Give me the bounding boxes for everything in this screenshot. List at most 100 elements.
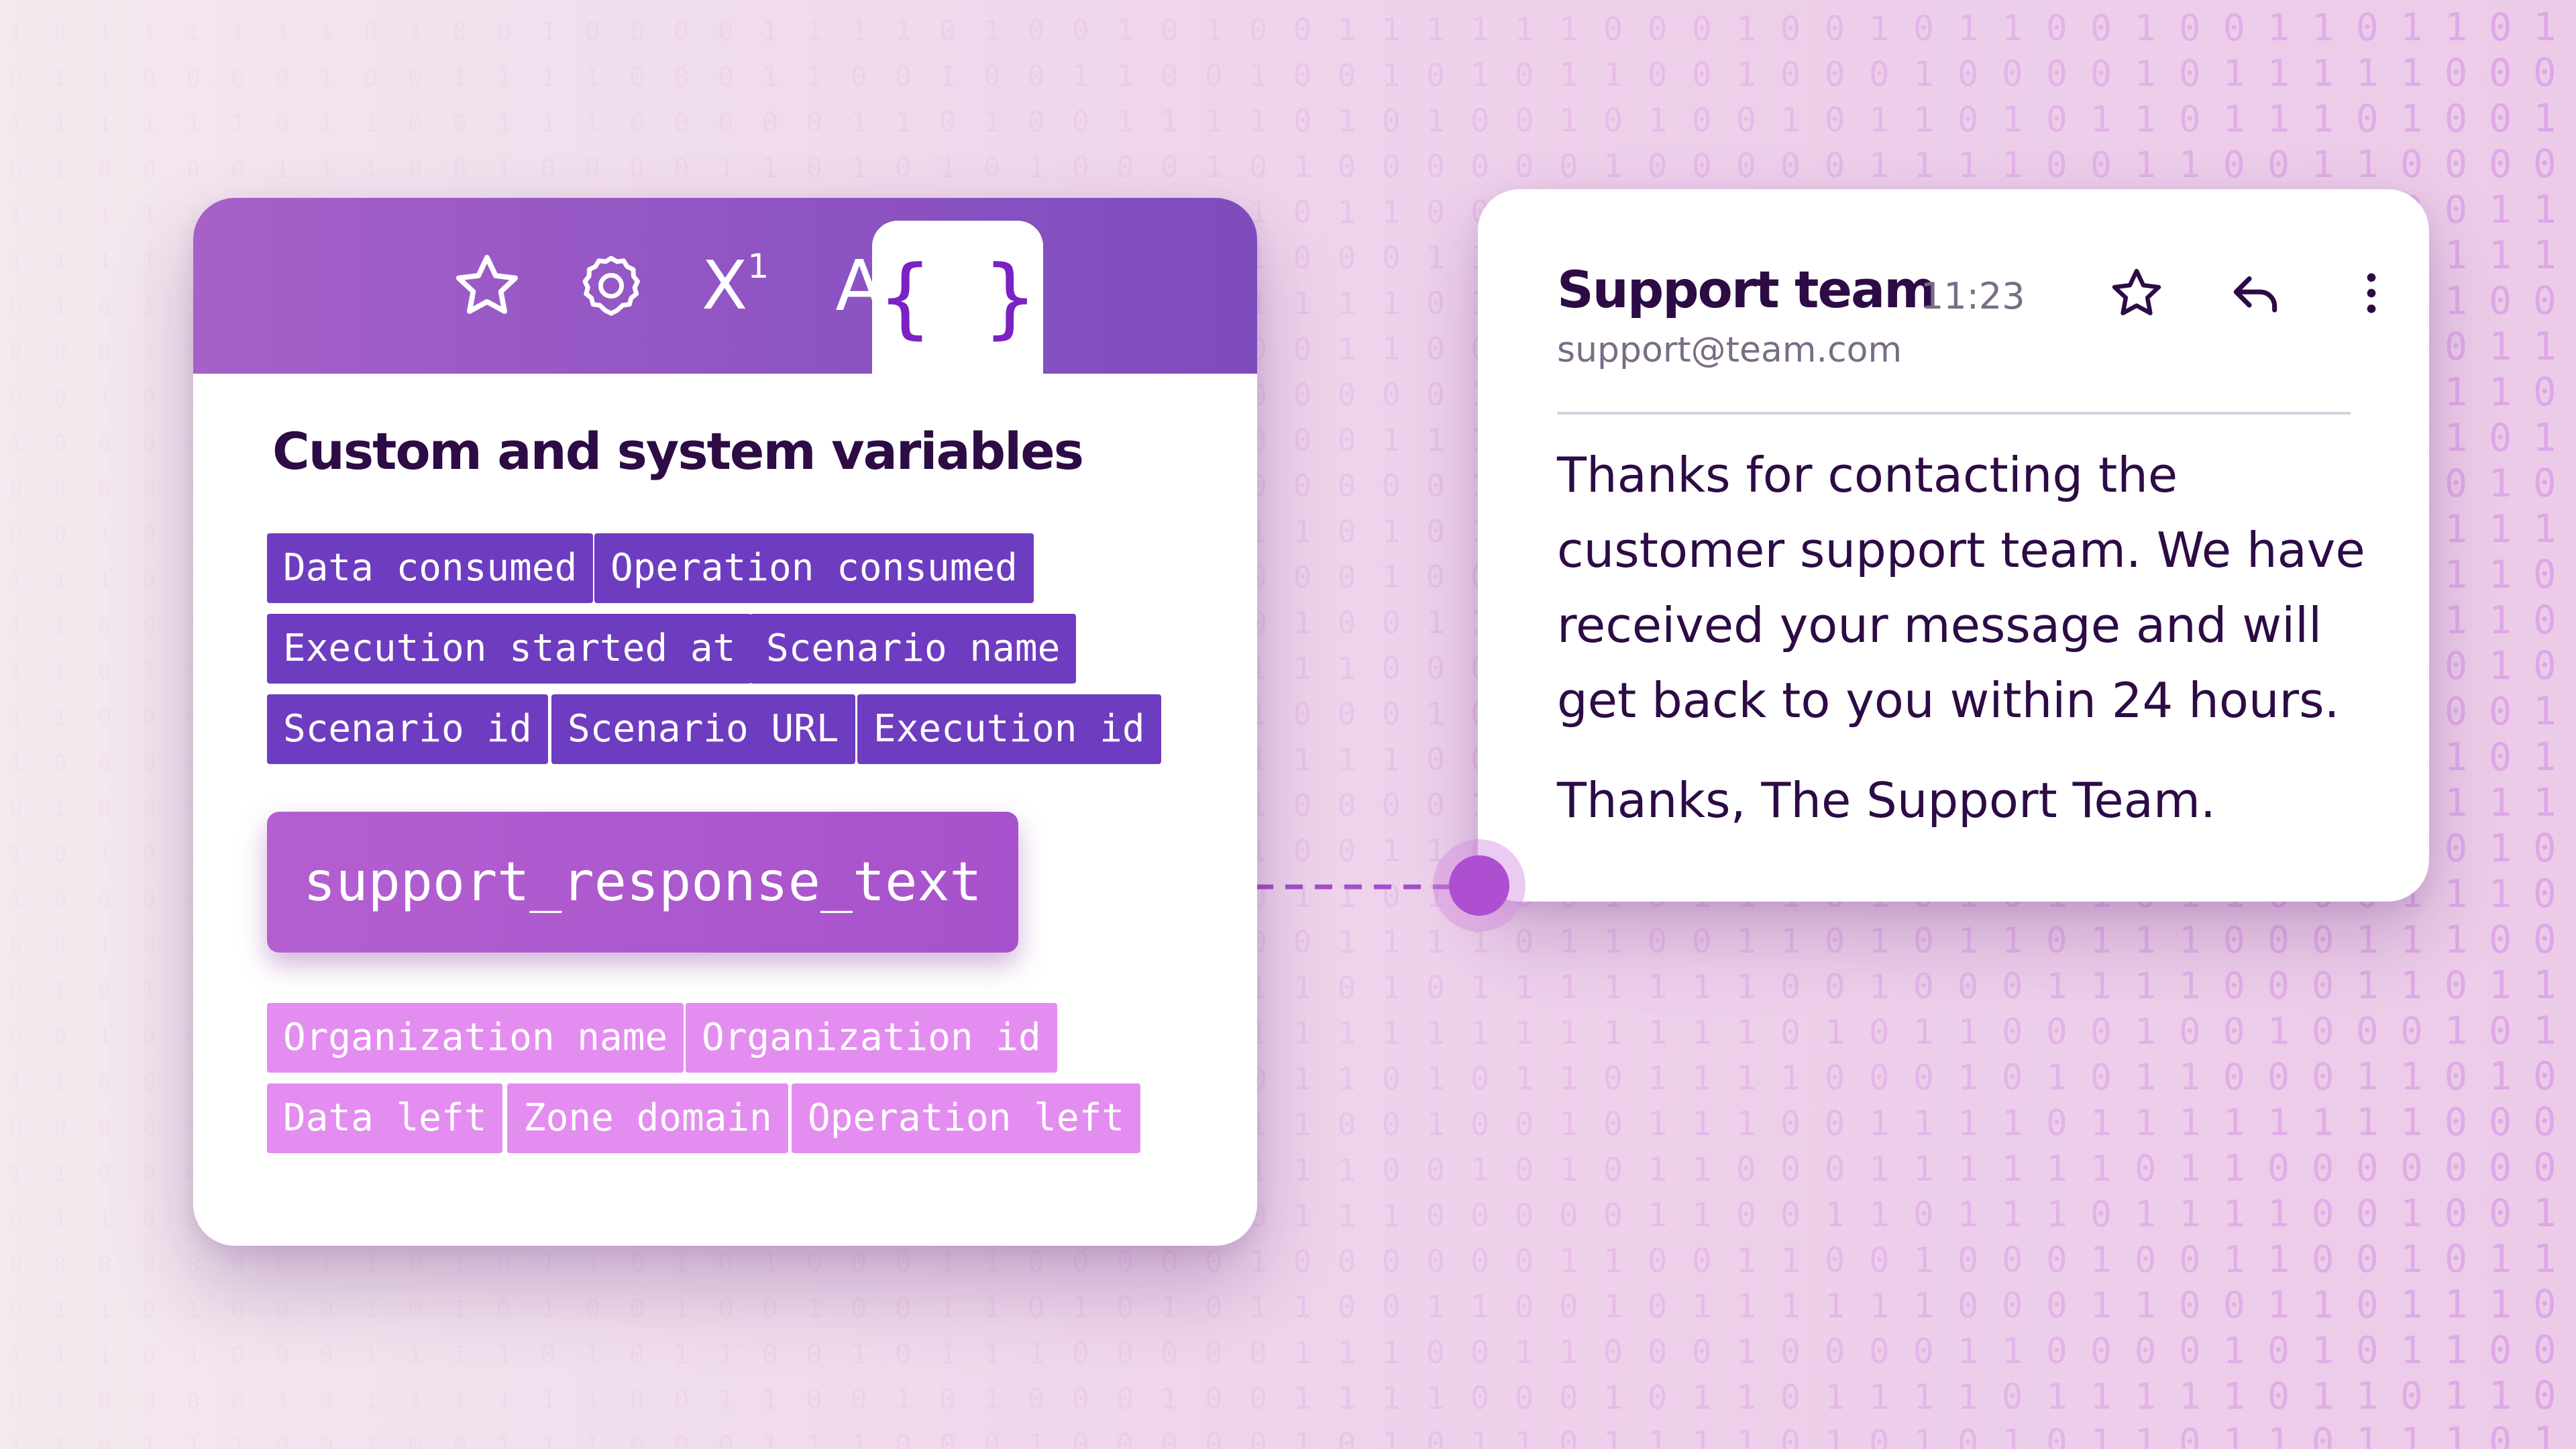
variable-chip-data-left[interactable]: Data left [267,1083,503,1153]
binary-digit: 0 [983,151,1000,184]
binary-digit: 1 [2267,1283,2290,1326]
binary-digit: 0 [585,17,600,46]
binary-digit: 1 [1338,651,1356,686]
binary-digit: 0 [1293,559,1311,595]
binary-digit: 1 [1603,923,1623,961]
binary-digit: 1 [541,1294,556,1324]
binary-digit: 1 [54,568,67,593]
variable-chip-scenario-id[interactable]: Scenario id [267,694,548,764]
superscript-tool-button[interactable]: X1 [682,198,789,374]
binary-digit: 1 [2135,52,2156,95]
binary-digit: 1 [1559,1334,1578,1371]
binary-digit: 1 [231,19,245,46]
binary-digit: 0 [1825,1240,1845,1280]
binary-digit: 0 [142,1388,156,1414]
binary-digit: 1 [806,1293,822,1324]
binary-digit: 1 [2002,1423,2023,1449]
variable-chip-operation-consumed[interactable]: Operation consumed [594,533,1034,603]
binary-digit: 0 [231,1297,245,1324]
binary-digit: 0 [2356,1146,2379,1190]
variable-chip-scenario-url[interactable]: Scenario URL [551,694,855,764]
variable-chip-operation-left[interactable]: Operation left [792,1083,1141,1153]
binary-digit: 1 [1559,924,1578,961]
binary-digit: 0 [1470,1107,1489,1143]
binary-digit: 1 [2135,1010,2156,1053]
variables-panel: X1 A { } ? × Custom and system variables… [193,198,1257,1246]
binary-digit: 1 [1736,1104,1756,1143]
variable-chip-organization-id[interactable]: Organization id [686,1003,1057,1073]
binary-digit: 0 [2445,644,2467,688]
binary-digit: 0 [2267,918,2290,961]
binary-digit: 1 [98,841,111,867]
binary-digit: 0 [364,64,378,92]
binary-digit: 1 [9,704,22,730]
selected-variable-chip[interactable]: support_response_text [267,812,1018,953]
binary-digit: 0 [1249,1427,1267,1449]
binary-digit: 0 [1293,1244,1311,1279]
binary-digit: 0 [452,17,467,46]
binary-digit: 1 [2489,872,2512,916]
binary-digit: 0 [142,384,156,411]
binary-digit: 1 [851,1429,867,1449]
variable-chip-scenario-name[interactable]: Scenario name [750,614,1077,684]
binary-digit: 1 [2445,370,2467,415]
settings-tool-button[interactable] [557,198,665,374]
binary-digit: 1 [1648,969,1667,1006]
binary-digit: 1 [2046,1057,2068,1098]
binary-digit: 0 [1692,922,1712,961]
binary-digit: 1 [54,1206,67,1232]
binary-digit: 1 [186,1297,200,1323]
binary-digit: 1 [674,1294,689,1324]
variable-chip-data-consumed[interactable]: Data consumed [267,533,594,603]
binary-digit: 1 [2002,1195,2023,1235]
binary-digit: 0 [1382,1243,1401,1279]
variables-tool-button[interactable]: { } [872,221,1043,374]
reply-button[interactable] [2218,256,2292,330]
binary-digit: 1 [1913,54,1934,95]
binary-digit: 1 [1957,1149,1978,1189]
binary-digit: 1 [2356,52,2379,95]
variable-chip-execution-started-at[interactable]: Execution started at [267,614,752,684]
binary-digit: 1 [98,202,111,228]
binary-digit: 0 [1736,1150,1756,1189]
star-icon [455,254,519,314]
star-email-button[interactable] [2100,256,2174,330]
binary-digit: 0 [1338,149,1356,184]
binary-digit: 1 [1293,605,1311,641]
variable-chip-zone-domain[interactable]: Zone domain [507,1083,788,1153]
binary-digit: 1 [408,1387,423,1415]
binary-digit: 1 [1426,422,1445,458]
help-tool-button[interactable]: ? [1252,198,1257,374]
binary-digit: 1 [1603,969,1623,1006]
more-options-button[interactable] [2334,256,2408,330]
binary-digit: 0 [1515,1380,1534,1417]
binary-digit: 0 [54,750,67,775]
variable-chip-execution-id[interactable]: Execution id [857,694,1161,764]
binary-digit: 1 [1426,11,1445,48]
binary-digit: 1 [1692,1059,1712,1097]
favorites-tool-button[interactable] [433,198,541,374]
binary-digit: 0 [1869,1424,1890,1449]
binary-digit: 0 [762,107,778,138]
binary-digit: 0 [9,522,22,547]
binary-digit: 1 [1382,924,1401,960]
binary-digit: 0 [1825,54,1845,94]
binary-digit: 1 [2533,187,2557,232]
binary-digit: 1 [1913,1012,1934,1053]
binary-digit: 0 [1780,1104,1801,1143]
binary-digit: 0 [1913,1058,1934,1098]
binary-digit: 1 [319,1250,333,1278]
binary-digit: 1 [98,567,111,593]
binary-digit: 0 [895,152,912,184]
binary-digit: 0 [2533,1054,2557,1099]
binary-digit: 0 [806,1385,822,1415]
binary-digit: 1 [2223,1193,2245,1235]
binary-digit: 0 [585,154,600,183]
binary-digit: 1 [54,111,67,137]
binary-digit: 0 [2090,144,2112,186]
binary-digit: 0 [674,1385,689,1415]
binary-digit: 1 [2267,6,2290,49]
variable-chip-organization-name[interactable]: Organization name [267,1003,684,1073]
binary-digit: 1 [1559,1061,1578,1097]
binary-digit: 1 [1382,194,1401,230]
